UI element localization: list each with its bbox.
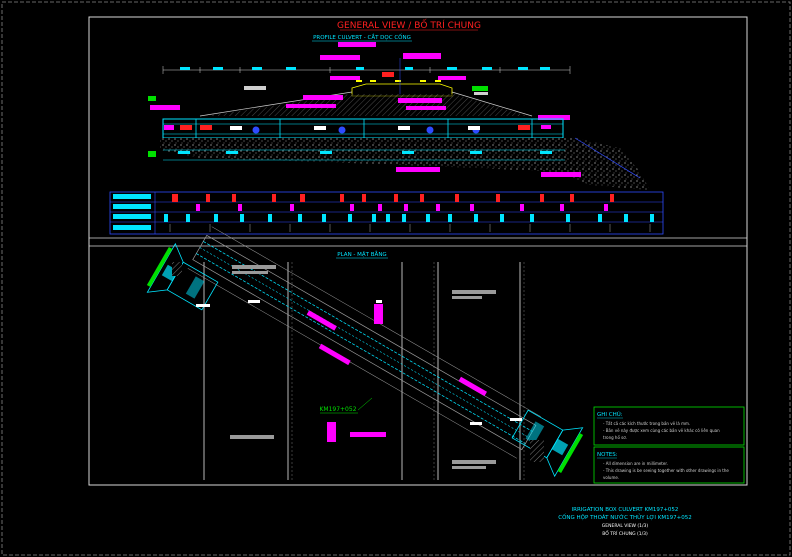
notes-en-line: volume. — [603, 475, 619, 480]
notes-vn-line: - Bản vẽ này được xem cùng các bản vẽ kh… — [603, 428, 720, 433]
station-label: KM197+052 — [319, 406, 356, 413]
title-line-4: BỐ TRÍ CHUNG (1/3) — [602, 529, 648, 537]
notes-en-box: NOTES: - All dimension are in millimeter… — [593, 446, 745, 484]
plan-title: PLAN - MẶT BẰNG — [337, 250, 386, 258]
notes-en-line: - This drawing is be seeing together wit… — [603, 468, 729, 473]
title-line-1: IRRIGATION BOX CULVERT KM197+052 — [572, 507, 679, 513]
profile-section — [148, 53, 650, 190]
title-line-2: CỐNG HỘP THOÁT NƯỚC THỦY LỢI KM197+052 — [558, 513, 691, 521]
profile-title: PROFILE CULVERT - CẮT DỌC CỐNG — [313, 33, 411, 41]
notes-vn-heading: GHI CHÚ: — [597, 411, 623, 418]
notes-en-line: - All dimension are in millimeter. — [603, 461, 668, 466]
title-line-3: GENERAL VIEW (1/3) — [602, 523, 649, 529]
title-block: IRRIGATION BOX CULVERT KM197+052 CỐNG HỘ… — [558, 507, 691, 537]
notes-vn-line: - Tất cả các kích thước trong bản vẽ là … — [603, 421, 690, 426]
notes-vn-line: trong hồ sơ. — [603, 435, 627, 440]
scale-label — [338, 42, 376, 47]
profile-data-table — [109, 191, 664, 235]
plan-view: KM197+052 — [146, 226, 584, 480]
notes-en-heading: NOTES: — [597, 452, 618, 458]
notes-vn-box: GHI CHÚ: - Tất cả các kích thước trong b… — [593, 406, 745, 446]
main-title: GENERAL VIEW / BỐ TRÍ CHUNG — [337, 18, 481, 31]
drawing-frame — [88, 16, 748, 486]
